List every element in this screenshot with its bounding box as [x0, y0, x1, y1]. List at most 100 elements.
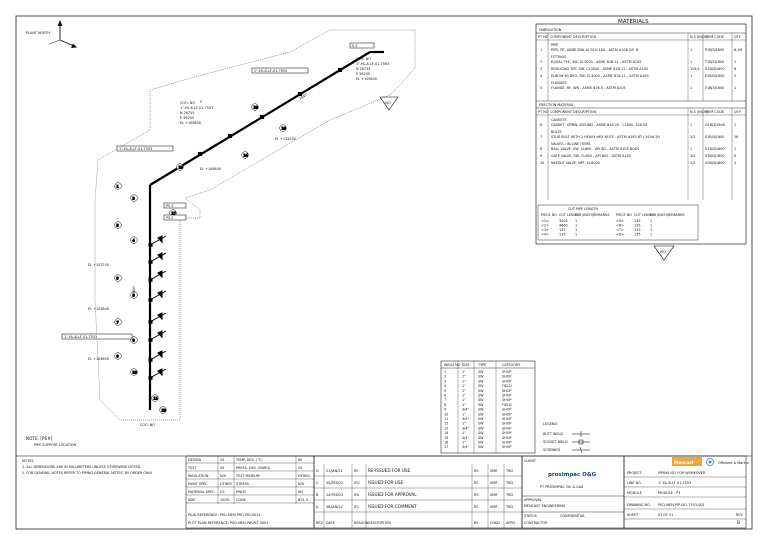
svg-text:1": 1": [462, 422, 466, 426]
svg-text:TEST MEDIUM: TEST MEDIUM: [235, 474, 260, 478]
cut-pipe-col-header: REMARKS: [668, 213, 684, 217]
gate-valve-icon: [157, 312, 163, 321]
notes-line-2: 2. FOR GENERAL NOTES REFER TO PIPING GEN…: [22, 471, 153, 475]
svg-text:EL +109800: EL +109800: [180, 121, 201, 125]
coord-callout-1: COO. NO 1"-HL-8-LF-01-7553 N 26755 E 562…: [180, 101, 213, 125]
materials-group-label: PIPE: [551, 43, 558, 47]
svg-text:E1BJ3J1600: E1BJ3J1600: [705, 74, 724, 78]
svg-text:TEST: TEST: [187, 466, 197, 470]
title-block: NOTES 1. ALL DIMENSIONS ARE IN MILLIMETE…: [16, 455, 752, 529]
materials-column-header: ITEM CODE: [705, 110, 724, 114]
cut-pipe-col-header: N.S (INCH): [575, 213, 594, 217]
svg-text:15: 15: [444, 436, 448, 440]
point-number-label: 15: [179, 165, 183, 169]
notes-line-1: 1. ALL DIMENSIONS ARE IN MILLIMETERS UNL…: [22, 465, 141, 469]
svg-text:INSULATION: INSULATION: [188, 474, 209, 478]
company-emblem-icon: [706, 458, 714, 466]
svg-text:1: 1: [734, 147, 736, 151]
svg-text:R1BJ3J1600: R1BJ3J1600: [705, 67, 725, 71]
svg-text:P1BJ3J1600: P1BJ3J1600: [705, 48, 724, 52]
svg-text:SHOP: SHOP: [502, 408, 511, 412]
svg-text:1": 1": [462, 398, 466, 402]
svg-text:SW: SW: [478, 445, 484, 449]
svg-text:1/2: 1/2: [690, 135, 695, 139]
gate-valve-icon: [157, 252, 163, 261]
cut-pipe-col-header: N.S (INCH): [650, 213, 669, 217]
branch-stub: [148, 312, 167, 324]
pid-reference: P&ID REFERENCE: PSO-MEN-PRO-PID-0021: [188, 513, 261, 517]
point-number: 9: [114, 352, 122, 360]
title-info-row: LINE NO.1"-HL-8-LF-01-7553: [624, 481, 746, 488]
svg-text:TRD: TRD: [505, 481, 513, 485]
svg-text:20: 20: [220, 458, 224, 462]
svg-text:14: 14: [444, 431, 448, 435]
svg-text:S1BJ3J1600: S1BJ3J1600: [705, 135, 724, 139]
point-number-label: 13: [254, 105, 258, 109]
weld-mark: [148, 278, 153, 282]
point-number: 10: [130, 368, 138, 376]
company-logo: [672, 457, 702, 466]
inline-fitting-icon: [259, 114, 265, 120]
svg-text:9: 9: [540, 154, 542, 158]
svg-text:STRESS: STRESS: [236, 482, 249, 486]
cut-pipe-cell: <7>: [616, 228, 624, 232]
svg-text:08/JAN/22: 08/JAN/22: [326, 505, 343, 509]
notes-title: NOTES: [22, 459, 34, 463]
svg-text:3/4": 3/4": [462, 445, 469, 449]
svg-text:1x3/4: 1x3/4: [690, 67, 700, 71]
materials-group-label: FITTINGS: [551, 55, 566, 59]
point-number: 12: [159, 406, 167, 414]
svg-text:SW: SW: [478, 398, 484, 402]
svg-text:MODULE: MODULE: [627, 491, 642, 495]
svg-text:1: 1: [734, 123, 736, 127]
client-name: PT PROSIMPAC OIL & GAS: [540, 485, 583, 489]
weld-mark: [148, 338, 153, 342]
svg-text:GATE VALVE, SW, CL800 - API 60: GATE VALVE, SW, CL800 - API 602 - ASTM A…: [551, 154, 631, 158]
svg-text:SMR: SMR: [490, 505, 498, 509]
legend-title: LEGEND: [543, 422, 557, 426]
svg-text:SHOP: SHOP: [502, 389, 511, 393]
svg-text:5: 5: [540, 86, 542, 90]
cut-pipe-cell: 1: [575, 233, 577, 237]
svg-text:7: 7: [444, 398, 446, 402]
svg-text:ISSUED FOR COMMENT: ISSUED FOR COMMENT: [368, 504, 417, 509]
svg-text:BALL VALVE, SW, CL800 - API 6D: BALL VALVE, SW, CL800 - API 6D - ASTM A1…: [551, 147, 640, 151]
weld-col-header: CATEGORY: [502, 363, 521, 367]
cut-pipe-cell: 1: [575, 219, 577, 223]
svg-text:FLANGE, RF, WN - ASME B16.5 -: FLANGE, RF, WN - ASME B16.5 - ASTM A105: [551, 86, 626, 90]
svg-text:TRD: TRD: [505, 469, 513, 473]
rev-label: REV: [736, 513, 743, 517]
svg-text:21/JAN/22: 21/JAN/22: [326, 469, 343, 473]
svg-text:1"-HL-8-LF-01-7553: 1"-HL-8-LF-01-7553: [64, 335, 97, 339]
svg-text:N/A: N/A: [298, 482, 305, 486]
svg-text:1": 1": [462, 412, 466, 416]
svg-text:F1BJ3J1600: F1BJ3J1600: [705, 86, 724, 90]
cut-pipe-cell: <8>: [616, 233, 624, 237]
svg-text:SW: SW: [478, 431, 484, 435]
coord-callout-2: 5: [200, 100, 202, 104]
svg-text:V3BJ3J1600: V3BJ3J1600: [705, 154, 725, 158]
svg-text:ISO: ISO: [660, 250, 666, 254]
svg-text:V1BJ3J1600: V1BJ3J1600: [705, 147, 725, 151]
svg-text:CS: CS: [220, 490, 225, 494]
svg-text:SHOP: SHOP: [502, 379, 511, 383]
svg-text:2: 2: [444, 375, 446, 379]
dimension-2: 3505: [208, 143, 217, 151]
svg-text:ELBOW 90 DEG, SW, CL3000 - ASM: ELBOW 90 DEG, SW, CL3000 - ASME B16.11 -…: [551, 74, 649, 78]
iso-tag-3: E 56255: [356, 72, 370, 76]
cut-pipe-cell: 1: [650, 233, 652, 237]
view-marker-2: ISO: [653, 245, 675, 261]
svg-text:TRD: TRD: [505, 493, 513, 497]
